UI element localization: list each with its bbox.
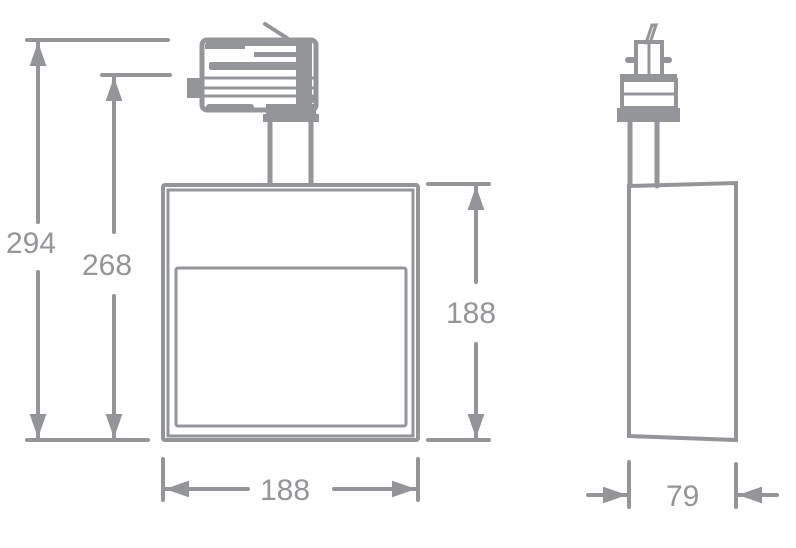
front-view xyxy=(161,22,420,442)
side-view xyxy=(617,23,738,443)
label-head-width: 188 xyxy=(260,474,310,507)
track-adapter xyxy=(187,22,319,122)
head-inner xyxy=(166,188,415,438)
label-head-height: 188 xyxy=(446,297,496,330)
dim-head-width xyxy=(161,457,420,502)
side-adapter xyxy=(617,23,680,122)
label-depth: 79 xyxy=(666,480,699,513)
dim-head-height xyxy=(426,182,491,442)
side-body xyxy=(627,180,738,443)
label-height-below-adapter: 268 xyxy=(82,249,132,282)
dim-overall-height xyxy=(25,38,170,442)
label-overall-height: 294 xyxy=(6,227,56,260)
dim-height-below-adapter xyxy=(100,73,172,440)
head-lens xyxy=(174,266,408,428)
dim-depth xyxy=(586,460,779,509)
head-outer xyxy=(161,183,420,442)
